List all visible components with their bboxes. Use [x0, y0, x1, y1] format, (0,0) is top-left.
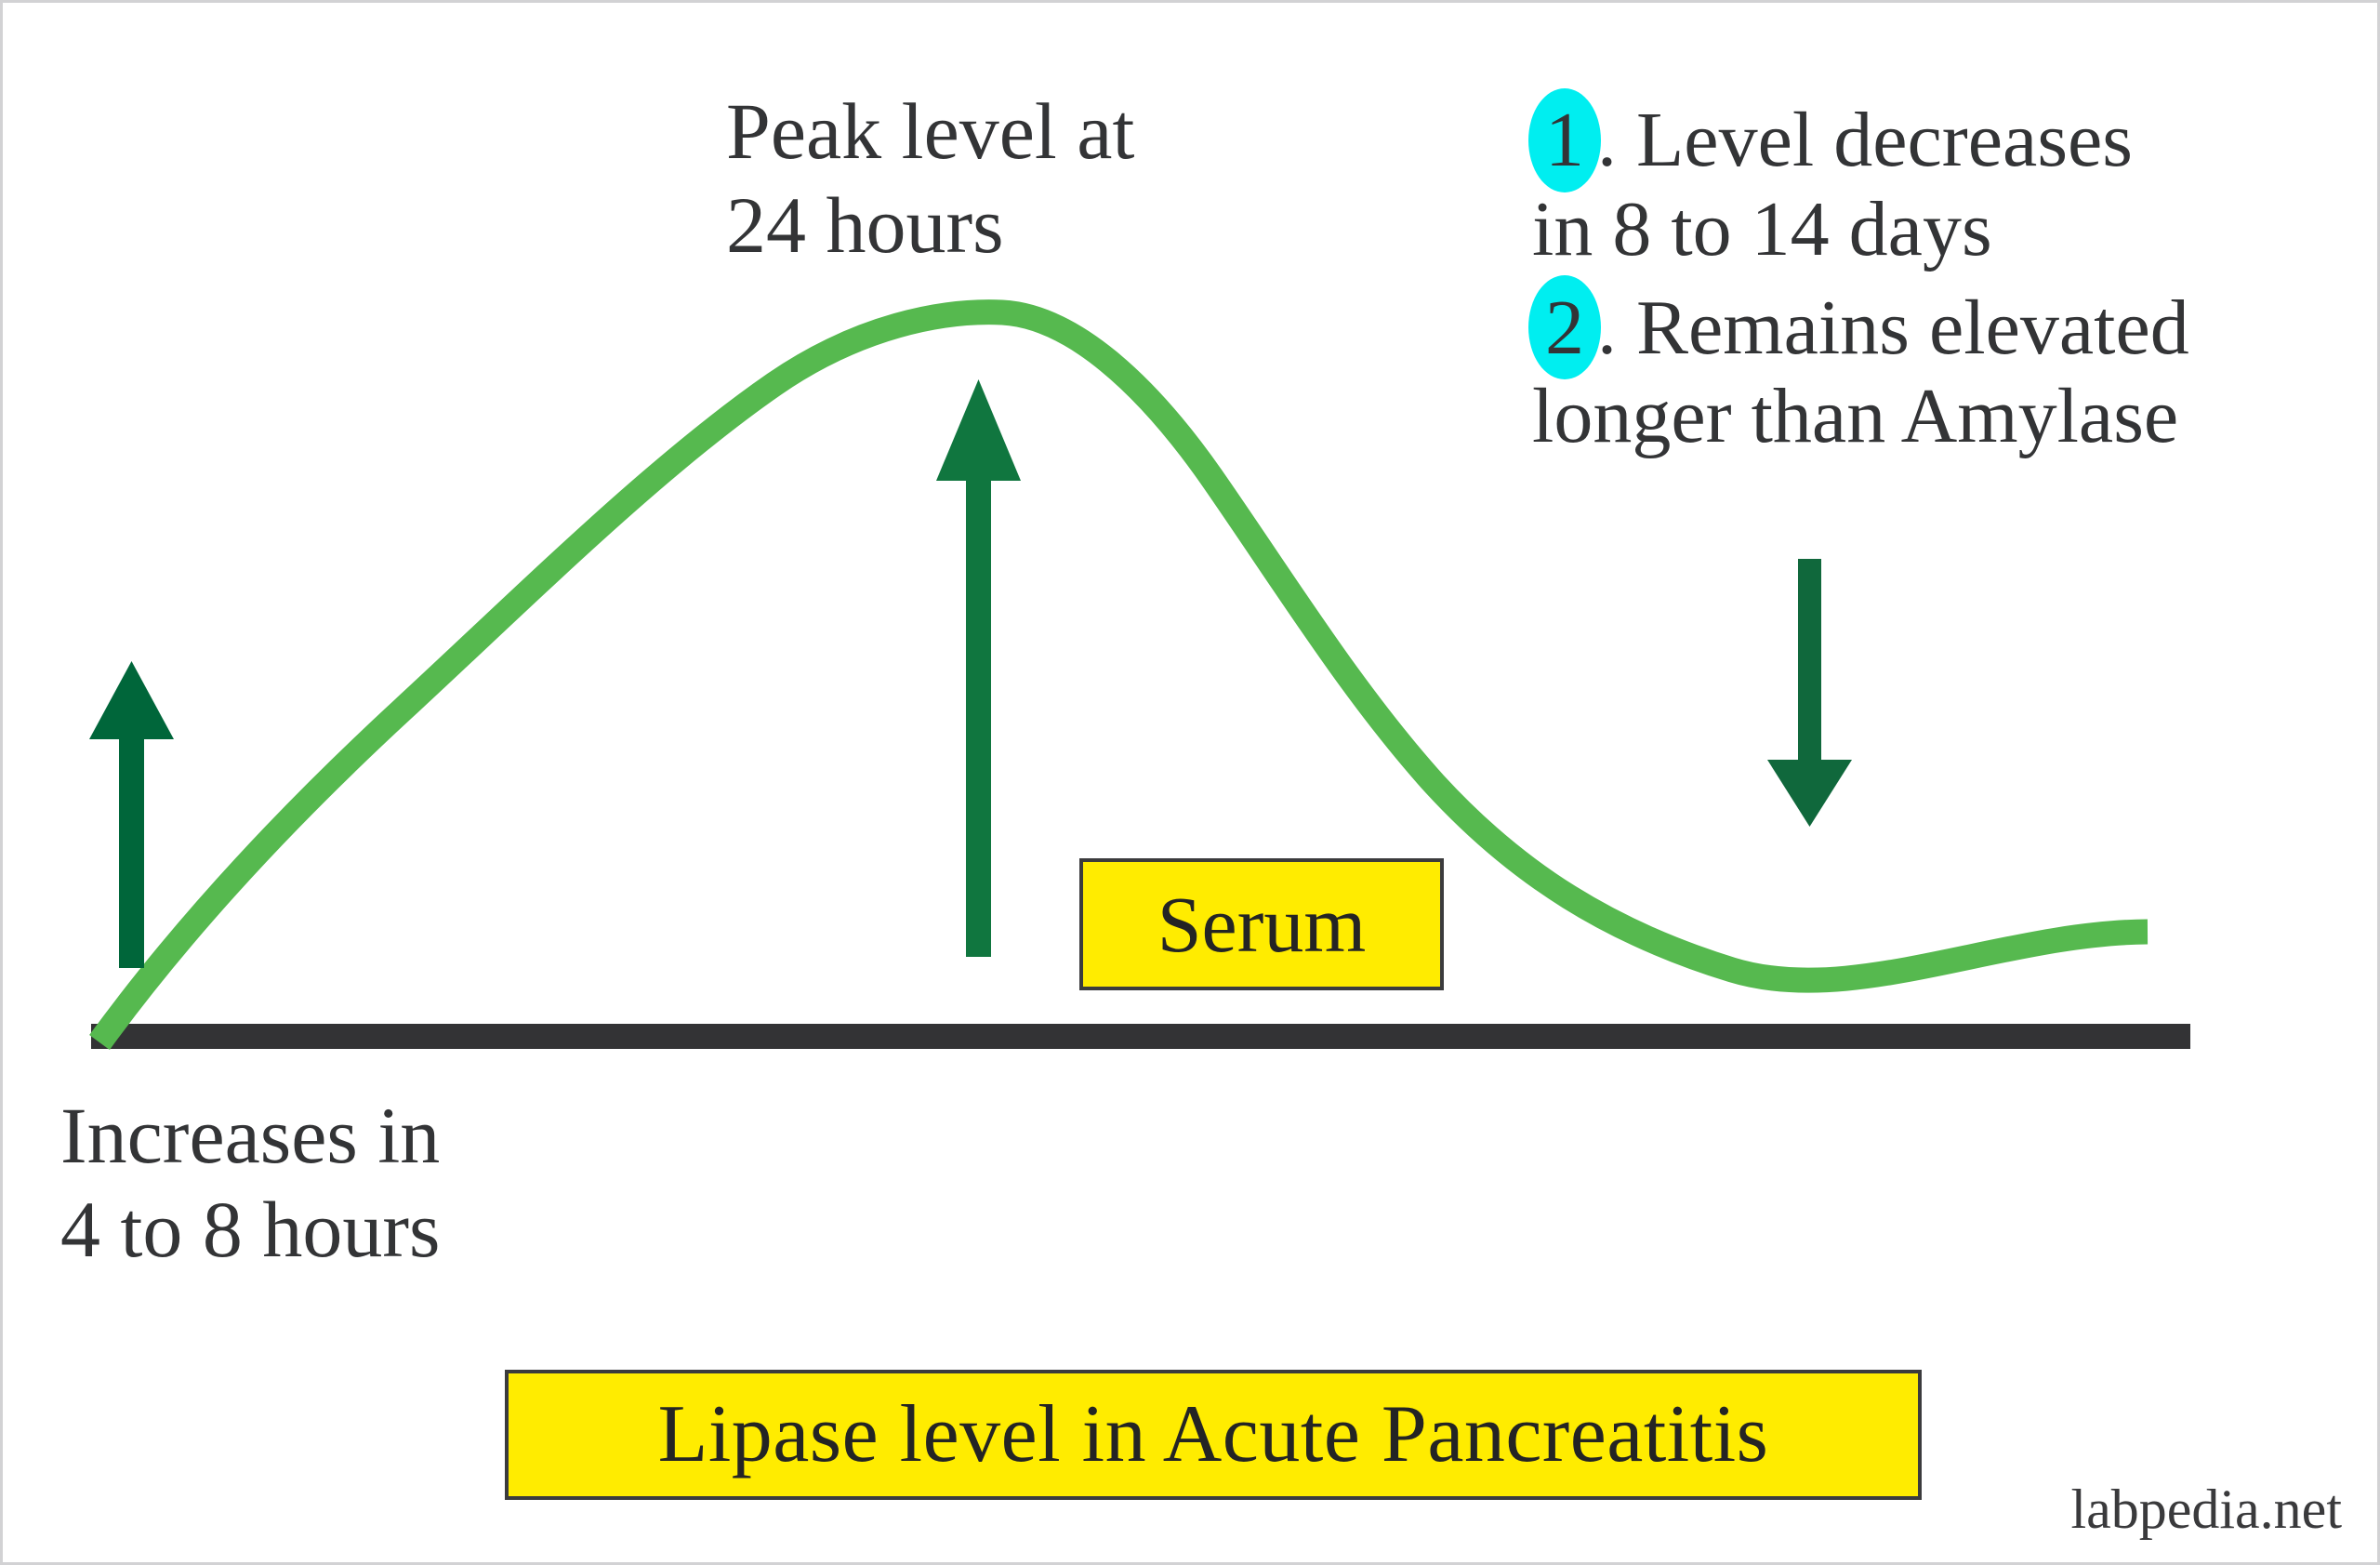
peak-annotation-line1: Peak level at — [726, 86, 1135, 176]
serum-lipase-curve — [89, 299, 2149, 1050]
note-item-1: 1 . Level decreases in 8 to 14 days — [1528, 87, 2369, 274]
onset-annotation-line2: 4 to 8 hours — [60, 1185, 441, 1275]
note-1-marker: 1 — [1528, 87, 1601, 192]
note-1-number: 1 — [1545, 97, 1584, 183]
notes-list: 1 . Level decreases in 8 to 14 days 2 . … — [1528, 87, 2369, 471]
note-1-line1: Level decreases — [1617, 97, 2133, 183]
onset-arrow-icon — [89, 661, 174, 968]
peak-arrow-icon — [936, 379, 1021, 957]
peak-annotation-line2: 24 hours — [726, 180, 1004, 271]
note-2-separator: . — [1597, 284, 1617, 371]
note-2-line1: Remains elevated — [1617, 284, 2189, 371]
note-1-separator: . — [1597, 97, 1617, 183]
onset-annotation-line1: Increases in — [60, 1091, 441, 1180]
note-1-marker-highlight-icon — [1528, 87, 1601, 192]
note-item-2: 2 . Remains elevated longer than Amylase — [1528, 275, 2369, 462]
note-2-number: 2 — [1545, 284, 1584, 371]
figure-title-box: Lipase level in Acute Pancreatitis — [505, 1370, 1922, 1500]
watermark: labpedia.net — [2070, 1479, 2342, 1540]
x-axis-baseline — [91, 1024, 2190, 1049]
note-2-line2: longer than Amylase — [1532, 373, 2179, 460]
onset-annotation: Increases in 4 to 8 hours — [60, 1089, 441, 1278]
lipase-curve-plot — [89, 299, 2190, 1050]
note-2-marker: 2 — [1528, 275, 1601, 380]
serum-legend-box: Serum — [1079, 858, 1444, 990]
decline-arrow-icon — [1767, 559, 1852, 827]
note-1-line2: in 8 to 14 days — [1532, 185, 1992, 272]
note-2-marker-highlight-icon — [1528, 275, 1601, 380]
peak-annotation: Peak level at 24 hours — [726, 85, 1134, 273]
